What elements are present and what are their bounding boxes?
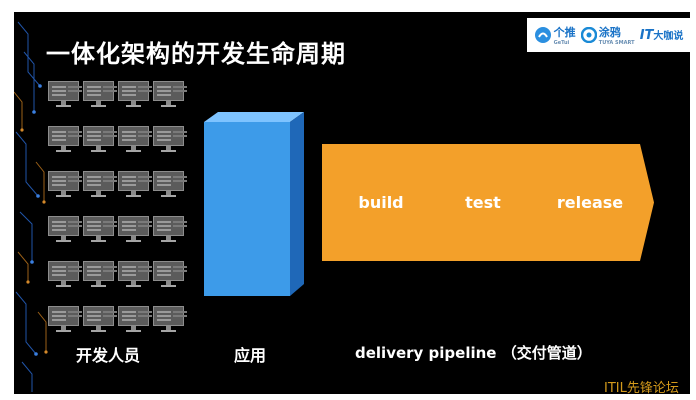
circuit-decoration [14, 21, 48, 392]
developer-monitor-icon [82, 126, 115, 156]
tuya-icon [580, 27, 597, 43]
developer-monitor-icon [117, 126, 150, 156]
developer-monitor-icon [117, 171, 150, 201]
slide: 一体化架构的开发生命周期 个推 GeTui 涂鸦 TUYA SMART IT大咖… [14, 12, 690, 394]
pipeline-step-build: build [322, 144, 440, 261]
test-label: test [465, 193, 501, 212]
developer-monitor-icon [117, 216, 150, 246]
developer-monitor-icon [117, 81, 150, 111]
developer-monitor-icon [82, 81, 115, 111]
developer-monitor-icon [152, 306, 185, 336]
developer-monitor-icon [82, 261, 115, 291]
tuya-logo: 涂鸦 TUYA SMART [580, 24, 635, 46]
getui-logo: 个推 GeTui [534, 24, 576, 46]
build-arrow-shape [322, 144, 440, 261]
release-arrow-shape [526, 144, 654, 261]
developer-monitor-icon [152, 216, 185, 246]
developer-monitor-icon [47, 261, 80, 291]
pipeline-step-release: release [526, 144, 654, 261]
pipeline-label: delivery pipeline （交付管道） [355, 344, 592, 362]
developer-monitor-icon [47, 126, 80, 156]
developer-monitor-icon [47, 81, 80, 111]
application-label: 应用 [234, 346, 267, 365]
it-talk-logo: IT大咖说 [639, 28, 684, 43]
release-label: release [556, 193, 624, 212]
developer-monitor-icon [47, 216, 80, 246]
developer-monitor-icon [82, 216, 115, 246]
developer-monitor-icon [47, 171, 80, 201]
developer-monitor-icon [117, 306, 150, 336]
developer-monitor-icon [82, 171, 115, 201]
developer-monitor-icon [152, 126, 185, 156]
developers-label: 开发人员 [76, 346, 141, 365]
developer-grid [47, 81, 187, 336]
forum-watermark: ITIL先锋论坛 [604, 381, 679, 396]
application-box [204, 112, 304, 296]
test-arrow-shape [424, 144, 542, 261]
developer-monitor-icon [152, 171, 185, 201]
developer-monitor-icon [152, 81, 185, 111]
build-label: build [358, 193, 404, 212]
sponsor-logos: 个推 GeTui 涂鸦 TUYA SMART IT大咖说 [527, 18, 690, 52]
slide-title: 一体化架构的开发生命周期 [46, 40, 346, 68]
developer-monitor-icon [82, 306, 115, 336]
pipeline-step-test: test [424, 144, 542, 261]
getui-icon [534, 27, 551, 43]
developer-monitor-icon [152, 261, 185, 291]
developer-monitor-icon [47, 306, 80, 336]
developer-monitor-icon [117, 261, 150, 291]
